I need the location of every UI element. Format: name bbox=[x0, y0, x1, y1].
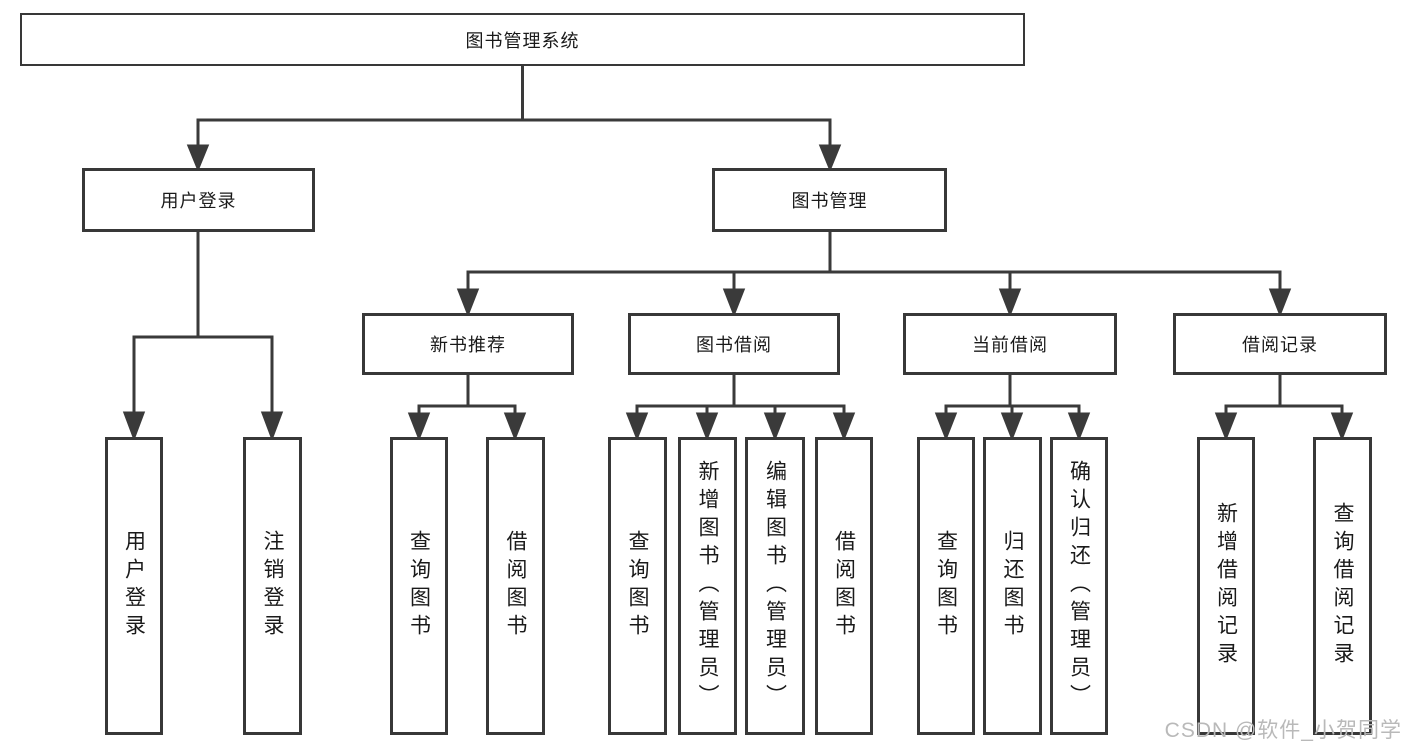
arrow-down-icon bbox=[1067, 412, 1091, 442]
leaf-label: 查询借阅记录 bbox=[1331, 502, 1354, 670]
arrow-down-icon bbox=[1000, 412, 1024, 442]
leaf-query-books-borrow: 查询图书 bbox=[608, 437, 667, 735]
arrow-down-icon bbox=[998, 288, 1022, 318]
node-book-borrow: 图书借阅 bbox=[628, 313, 840, 375]
csdn-watermark: CSDN @软件_小贺同学 bbox=[1164, 719, 1402, 742]
leaf-borrow-books-recommend: 借阅图书 bbox=[486, 437, 545, 735]
leaf-logout-login: 注销登录 bbox=[243, 437, 302, 735]
arrow-down-icon bbox=[722, 288, 746, 318]
arrow-down-icon bbox=[934, 412, 958, 442]
connector-book-management-branch bbox=[456, 232, 1292, 318]
leaf-label: 确认归还（管理员） bbox=[1067, 460, 1091, 712]
arrow-down-icon bbox=[763, 412, 787, 442]
arrow-down-icon bbox=[407, 412, 431, 442]
connector-user-login-branch bbox=[122, 232, 284, 442]
leaf-query-borrow-record: 查询借阅记录 bbox=[1313, 437, 1372, 735]
arrow-down-icon bbox=[456, 288, 480, 318]
leaf-add-borrow-record: 新增借阅记录 bbox=[1197, 437, 1255, 735]
leaf-add-book-admin: 新增图书（管理员） bbox=[678, 437, 737, 735]
arrow-down-icon bbox=[260, 411, 284, 442]
leaf-label: 编辑图书（管理员） bbox=[763, 460, 787, 712]
connector-root-branch bbox=[186, 66, 842, 172]
node-library-management-system: 图书管理系统 bbox=[20, 13, 1025, 66]
leaf-label: 新增借阅记录 bbox=[1214, 502, 1238, 670]
arrow-down-icon bbox=[818, 144, 842, 172]
leaf-label: 归还图书 bbox=[1001, 530, 1024, 642]
connector-current-borrow-branch bbox=[934, 375, 1091, 442]
arrow-down-icon bbox=[625, 412, 649, 442]
node-current-borrow: 当前借阅 bbox=[903, 313, 1117, 375]
leaf-borrow-books: 借阅图书 bbox=[815, 437, 873, 735]
leaf-user-login: 用户登录 bbox=[105, 437, 163, 735]
node-new-book-recommend: 新书推荐 bbox=[362, 313, 574, 375]
node-borrow-records: 借阅记录 bbox=[1173, 313, 1387, 375]
arrow-down-icon bbox=[1214, 412, 1238, 442]
connector-borrow-record-branch bbox=[1214, 375, 1354, 442]
arrow-down-icon bbox=[186, 144, 210, 172]
leaf-label: 借阅图书 bbox=[832, 530, 856, 642]
leaf-query-books-recommend: 查询图书 bbox=[390, 437, 448, 735]
leaf-label: 新增图书（管理员） bbox=[696, 460, 719, 712]
leaf-label: 注销登录 bbox=[261, 530, 284, 642]
leaf-confirm-return-admin: 确认归还（管理员） bbox=[1050, 437, 1108, 735]
leaf-label: 查询图书 bbox=[934, 530, 958, 642]
arrow-down-icon bbox=[503, 412, 527, 442]
node-user-login: 用户登录 bbox=[82, 168, 315, 232]
arrow-down-icon bbox=[122, 411, 146, 442]
leaf-label: 查询图书 bbox=[626, 530, 649, 642]
arrow-down-icon bbox=[695, 412, 719, 442]
arrow-down-icon bbox=[1330, 412, 1354, 442]
leaf-return-book: 归还图书 bbox=[983, 437, 1042, 735]
node-book-management: 图书管理 bbox=[712, 168, 947, 232]
connector-new-book-branch bbox=[407, 375, 527, 442]
connector-book-borrow-branch bbox=[625, 375, 856, 442]
arrow-down-icon bbox=[832, 412, 856, 442]
leaf-label: 查询图书 bbox=[407, 530, 431, 642]
leaf-edit-book-admin: 编辑图书（管理员） bbox=[745, 437, 805, 735]
arrow-down-icon bbox=[1268, 288, 1292, 318]
leaf-label: 借阅图书 bbox=[504, 530, 527, 642]
leaf-query-books-current: 查询图书 bbox=[917, 437, 975, 735]
leaf-label: 用户登录 bbox=[122, 530, 146, 642]
